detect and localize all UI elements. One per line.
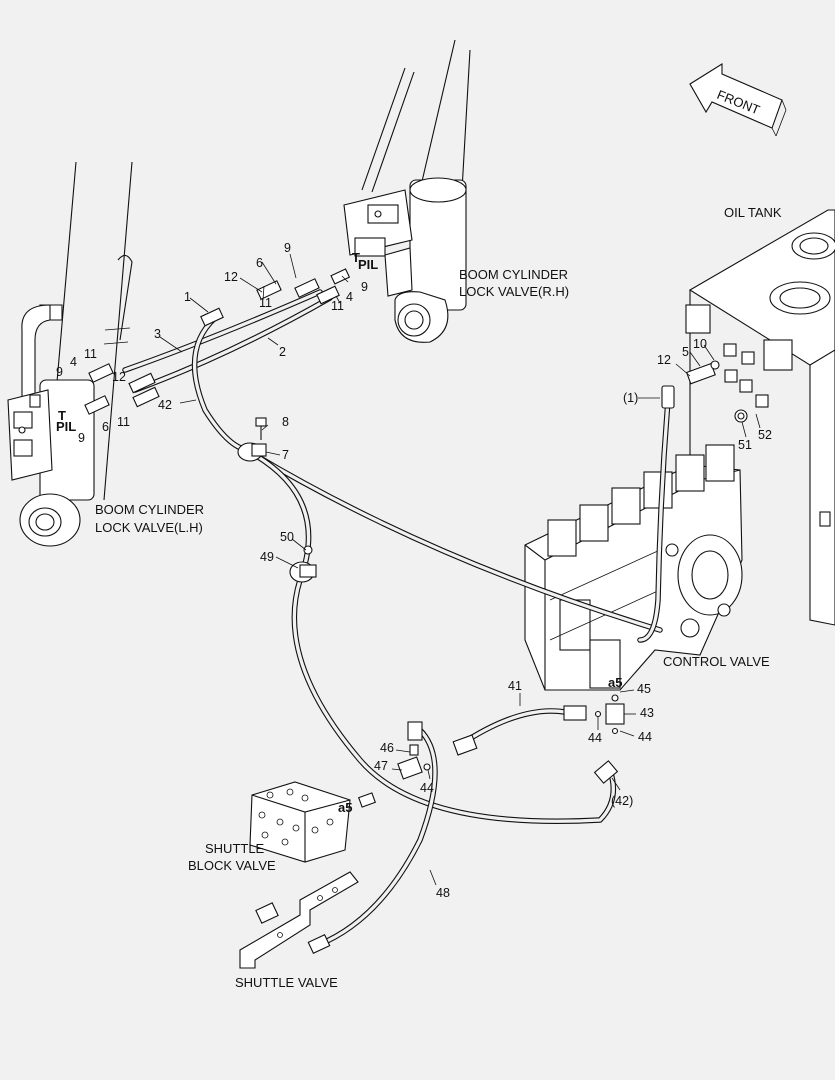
callout-44-c: 44	[420, 781, 434, 795]
callout-51: 51	[738, 438, 752, 452]
callout-12-tank: 12	[657, 353, 671, 367]
front-arrow-icon	[689, 63, 787, 137]
callout-6-lh: 6	[102, 420, 109, 434]
callout-44-b: 44	[638, 730, 652, 744]
oil-tank-label: OIL TANK	[724, 205, 782, 220]
boom-lh-label-line2: LOCK VALVE(L.H)	[95, 520, 203, 535]
callout-47: 47	[374, 759, 388, 773]
callout-10: 10	[693, 337, 707, 351]
callout-46: 46	[380, 741, 394, 755]
callout-7: 7	[282, 448, 289, 462]
callout-42: 42	[158, 398, 172, 412]
callout-49: 49	[260, 550, 274, 564]
clamp-49	[289, 545, 317, 583]
callout-44-a: 44	[588, 731, 602, 745]
control-valve	[524, 444, 743, 691]
callout-8: 8	[282, 415, 289, 429]
shuttle-block-label-line1: SHUTTLE	[205, 841, 265, 856]
callout-11-lh-b: 11	[117, 415, 130, 429]
control-valve-label: CONTROL VALVE	[663, 654, 770, 669]
bolt-8	[255, 417, 267, 440]
marker-a5-block: a5	[338, 800, 352, 815]
callout-1-ref: (1)	[623, 391, 638, 405]
callout-43: 43	[640, 706, 654, 720]
callout-9-lh-bottom: 9	[78, 431, 85, 445]
callout-12-rh: 12	[224, 270, 238, 284]
tee-43	[594, 694, 625, 735]
callout-11-lh-a: 11	[84, 347, 97, 361]
callout-5: 5	[682, 345, 689, 359]
component-labels: OIL TANK BOOM CYLINDER LOCK VALVE(R.H) B…	[95, 205, 782, 990]
callout-2: 2	[279, 345, 286, 359]
callout-9-lh: 9	[56, 365, 63, 379]
boom-cylinder-lh	[7, 304, 95, 547]
hose-fittings	[84, 268, 675, 954]
callout-42-ref: (42)	[611, 794, 633, 808]
callout-12-lh: 12	[112, 370, 126, 384]
callout-52: 52	[758, 428, 772, 442]
callout-1: 1	[184, 290, 191, 304]
callout-45: 45	[637, 682, 651, 696]
port-pil-lh: PIL	[56, 419, 76, 434]
hose-group	[122, 289, 671, 948]
callout-9-rh-top: 9	[284, 241, 291, 255]
callout-6-rh: 6	[256, 256, 263, 270]
clamp-7	[237, 442, 267, 462]
callout-48: 48	[436, 886, 450, 900]
shuttle-valve-bracket	[239, 871, 359, 969]
marker-a5-tee: a5	[608, 675, 622, 690]
tee-47	[397, 744, 431, 780]
port-t-lh: T	[58, 408, 66, 423]
boom-rh-label-line1: BOOM CYLINDER	[459, 267, 568, 282]
callout-numbers: 1 2 3 4 4 5 6 6 7 8 9 9 9 9 10 11 11 11 …	[56, 241, 772, 900]
boom-rh-label-line2: LOCK VALVE(R.H)	[459, 284, 569, 299]
callout-50: 50	[280, 530, 294, 544]
callout-41: 41	[508, 679, 522, 693]
boom-cylinder-rh	[343, 177, 467, 343]
callout-4-lh: 4	[70, 355, 77, 369]
shuttle-block-label-line2: BLOCK VALVE	[188, 858, 276, 873]
port-pil-rh: PIL	[358, 257, 378, 272]
callout-11-rh-b: 11	[331, 299, 344, 313]
port-marks: T PIL T PIL a5 a5	[56, 250, 622, 815]
shuttle-valve-label: SHUTTLE VALVE	[235, 975, 338, 990]
callout-9-rh: 9	[361, 280, 368, 294]
callout-3: 3	[154, 327, 161, 341]
boom-lh-label-line1: BOOM CYLINDER	[95, 502, 204, 517]
callout-11-rh-a: 11	[259, 296, 272, 310]
fittings-tank-group	[685, 343, 769, 423]
shuttle-block-valve	[249, 781, 376, 863]
callout-4-rh: 4	[346, 290, 353, 304]
port-t-rh: T	[352, 250, 360, 265]
oil-tank	[685, 209, 835, 626]
leader-lines	[159, 253, 761, 886]
